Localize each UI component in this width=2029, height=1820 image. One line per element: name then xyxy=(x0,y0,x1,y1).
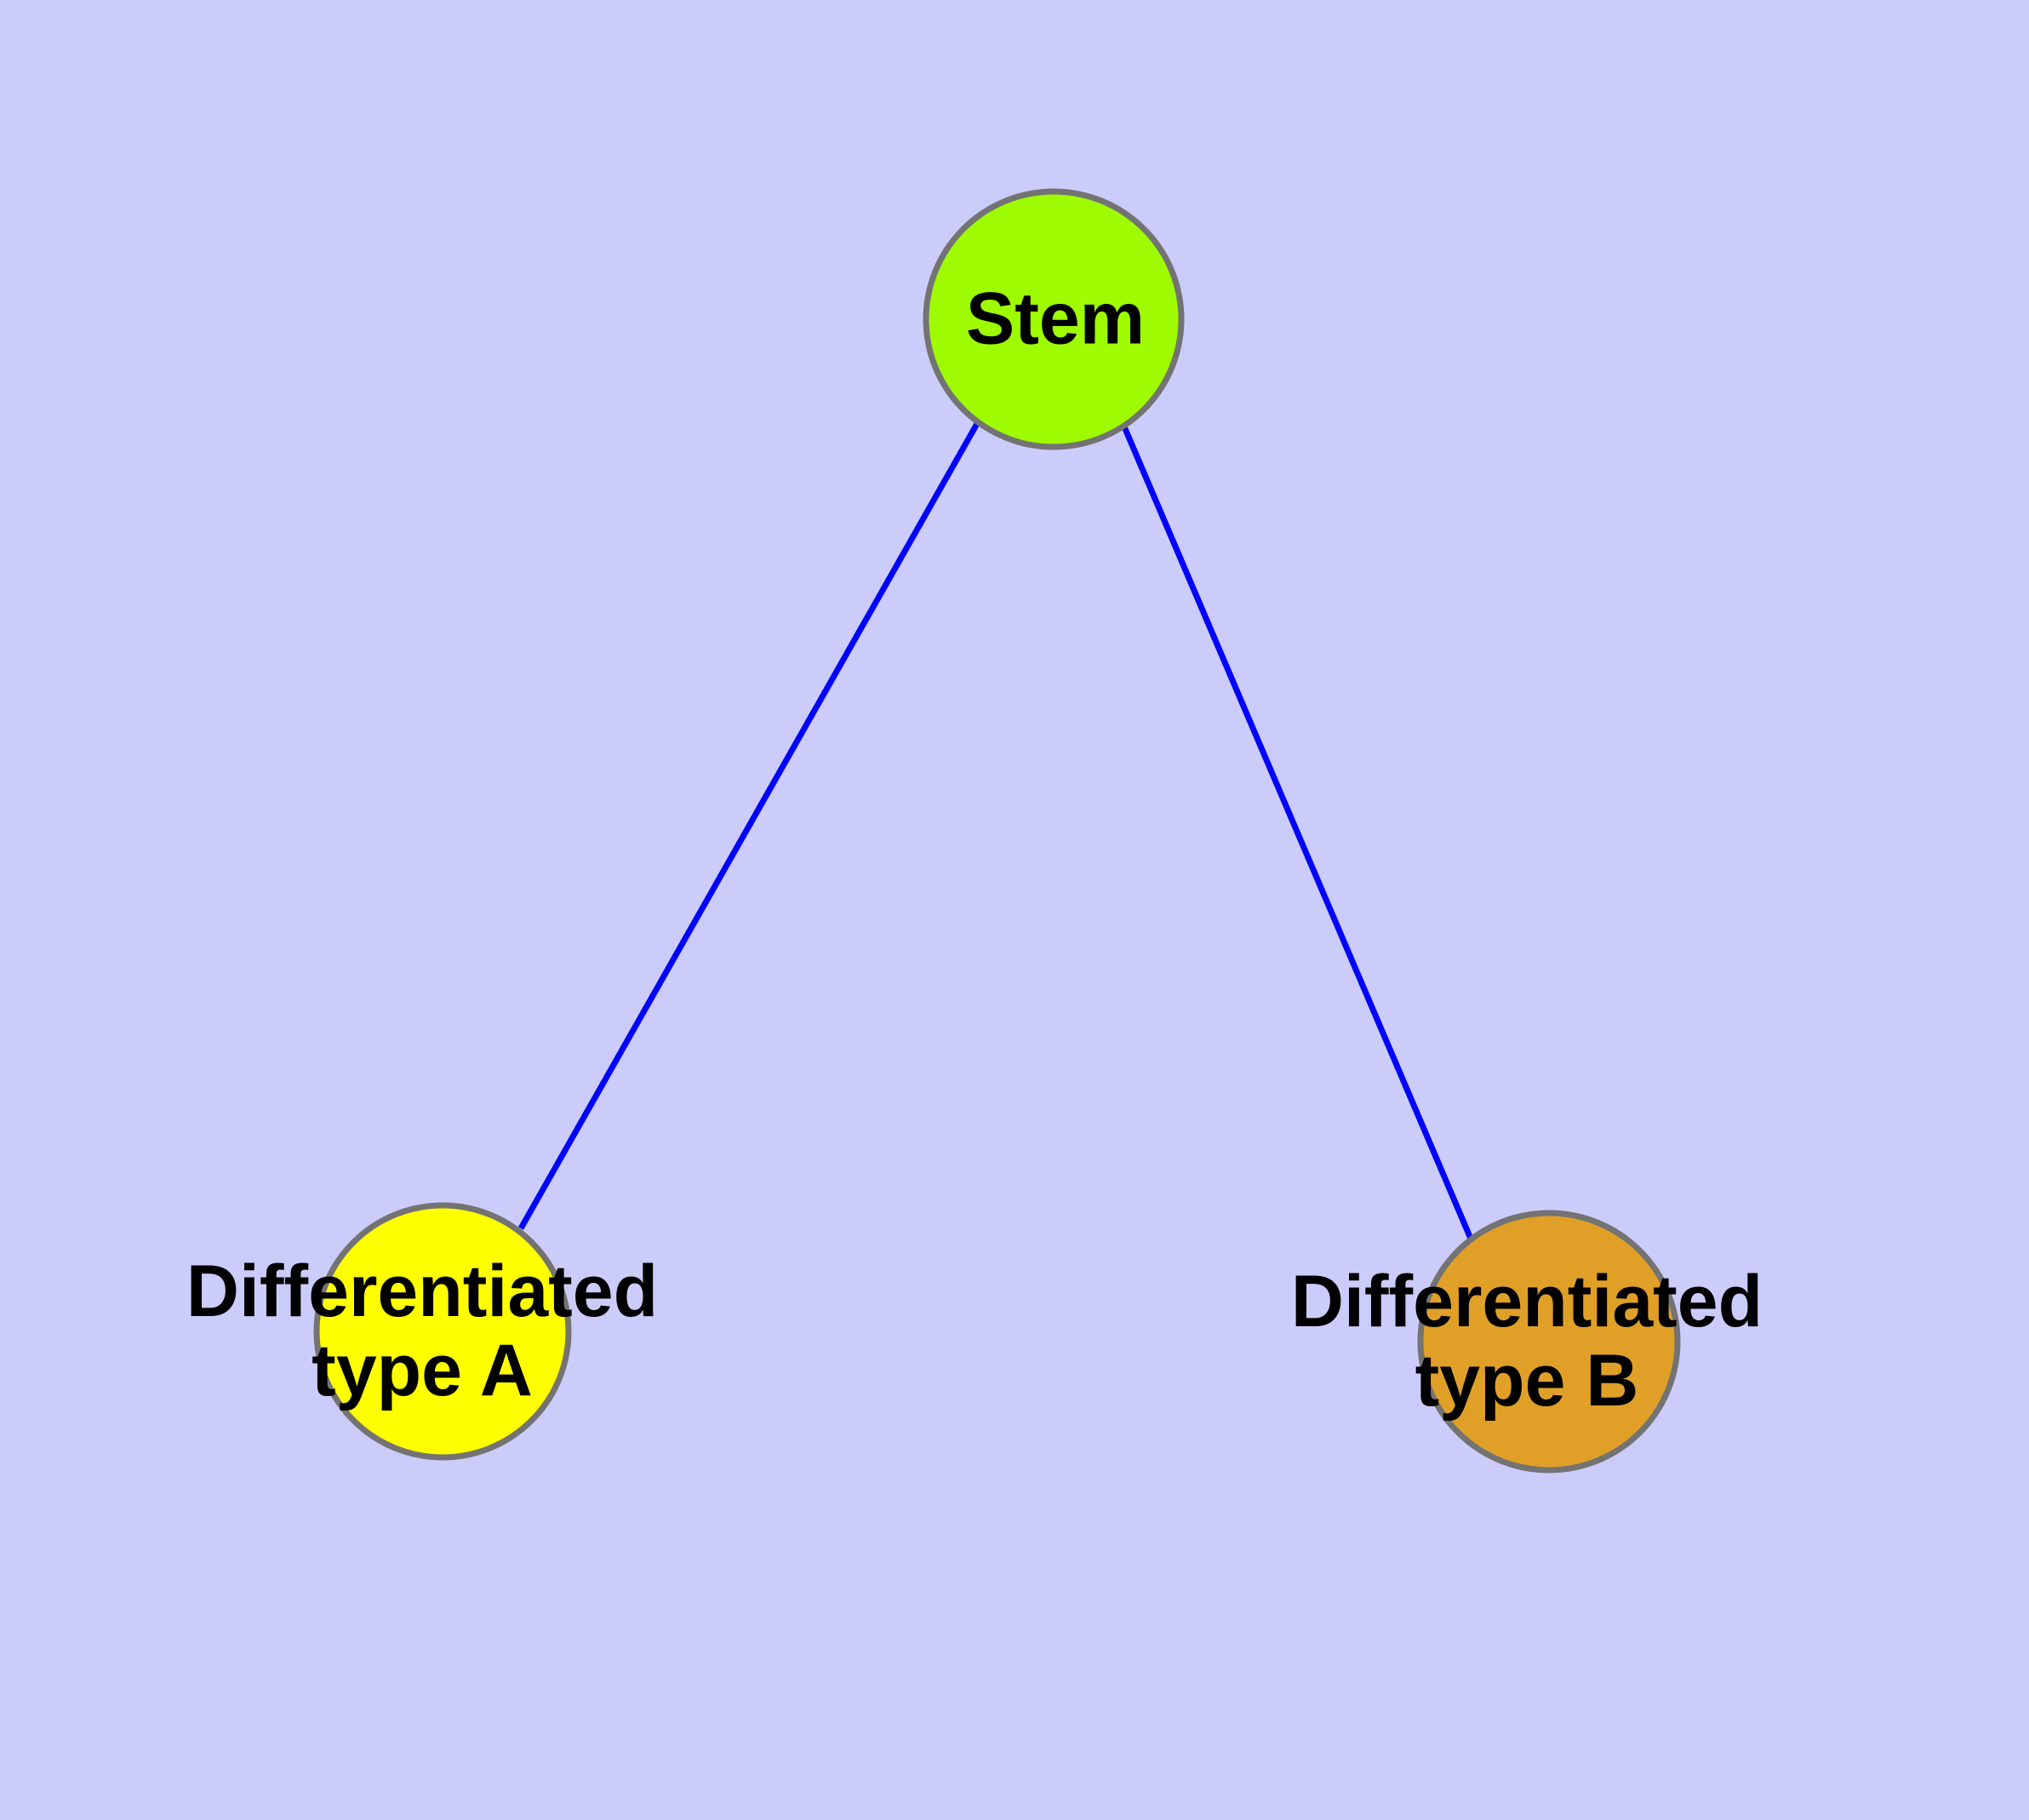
node-diff-b-circle[interactable] xyxy=(1417,1210,1681,1474)
edge-stem-to-diff-a xyxy=(517,421,981,1230)
edge-stem-to-diff-b xyxy=(1117,417,1474,1240)
node-diff-a-circle[interactable] xyxy=(313,1202,572,1461)
node-stem-circle[interactable] xyxy=(923,188,1185,450)
node-layer xyxy=(313,188,1681,1474)
edge-layer xyxy=(517,417,1474,1240)
